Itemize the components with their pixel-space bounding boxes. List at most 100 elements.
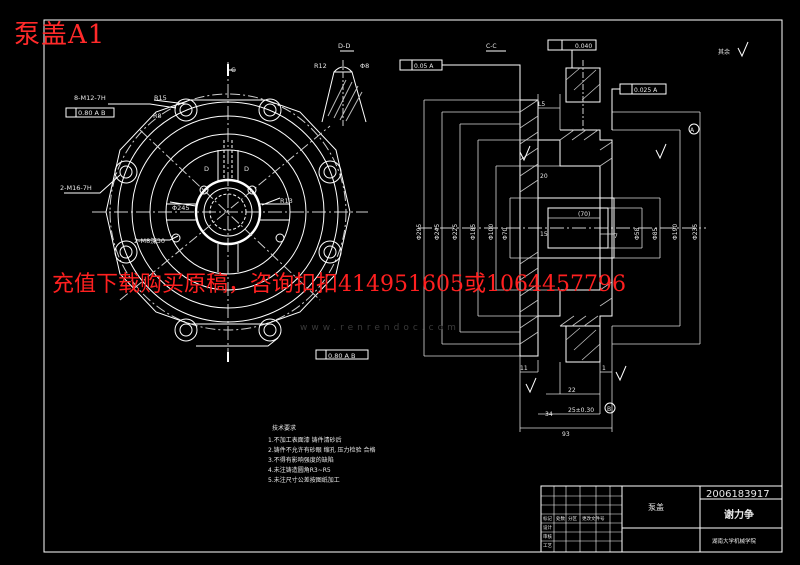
bolt-hole [114,240,138,264]
roughness-symbol-general [737,41,749,58]
length-dims-bottom [519,326,613,432]
tolerance-box-bottom [315,349,369,360]
detail-title: D-D [338,42,350,50]
diagonal-centerline [119,125,331,301]
tb-drawing-number: 2006183917 [706,489,770,500]
surface-note: 其余 [718,48,730,56]
tb-row-label: 分区 [568,515,577,522]
section-c-c [399,39,749,432]
section-mark-d-left: D [204,165,209,173]
detail-phi8: Φ8 [360,62,369,70]
tap-holes-tolerance: 0.80 A B [78,109,106,117]
bolt-hole [258,98,282,122]
dim-70: (70) [578,211,590,218]
flange-rim-circle [131,115,325,309]
roughness-symbol [519,145,531,162]
bore-inner [547,207,609,249]
small-hole [171,233,181,243]
bore-hidden-circle [209,193,247,231]
flange-outer-circle [117,101,339,323]
perp-right-value: 0.025 A [634,87,658,94]
roughness-symbol [615,365,627,382]
roughness-symbol [525,377,537,394]
dim-15: 15 [540,231,548,238]
dim-phi85: Φ85 [652,227,659,240]
dim-phi185: Φ185 [470,224,477,240]
tech-item: 3.不得有影响强度的缺陷 [268,456,334,464]
section-mark-c: C [231,66,236,74]
site-watermark: www.renrendoc.com [300,323,460,333]
sheet-border [43,19,783,553]
body-circle [149,133,307,291]
diameter-dims-left [423,99,560,357]
tap-holes-callout: 8-M12-7H [74,94,106,102]
tb-part-name: 泵盖 [648,502,664,512]
dim-phi245: Φ245 [434,224,441,240]
detail-r12: R12 [314,62,327,70]
small-hole [247,185,257,195]
tech-item: 5.未注尺寸公差按图纸加工 [268,476,340,484]
dim-93: 93 [562,431,570,438]
dim-l5: L5 [538,101,545,108]
dim-34: 34 [545,411,553,418]
radius-r13: R13 [280,197,293,205]
leader-r15 [153,99,187,105]
small-holes-callout: 2-M8深30 [134,236,165,245]
dim-phi58: Φ58 [634,227,641,240]
datum-b-circle [604,402,616,414]
section-mark-d-right: D [244,165,249,173]
bolt-hole-inner [323,165,337,179]
leader-tap-holes [108,103,177,109]
tech-heading: 技术要求 [272,424,296,432]
tb-row-label: 设计 [543,524,552,531]
dim-7: 7 [614,233,618,240]
title-block [540,485,783,553]
tech-item: 1.不加工表面漆 铸件清砂后 [268,436,342,444]
length-dims-top [537,94,614,235]
bore-circle [194,178,262,246]
section-hatching [519,67,613,361]
perp-leader-right [611,88,620,130]
dim-11: 11 [520,365,528,372]
bolt-hole [258,318,282,342]
detail-arc [333,66,353,73]
tech-item: 2.铸件不允许有砂眼 缩孔 压力检验 合格 [268,446,375,454]
bolt-hole [318,240,342,264]
bolt-hole-inner [179,323,193,337]
purchase-watermark: 充值下载购买原稿，咨询扣扣414951605或1064457796 [52,272,626,297]
bolt-hole-inner [119,245,133,259]
bolt-hole-inner [263,103,277,117]
leader-r13 [261,197,281,206]
diagonal-centerline [139,129,321,301]
section-title: C-C [486,43,497,50]
bolt-circle [109,93,347,331]
inner-body-circle [165,149,291,275]
bolt-hole [174,98,198,122]
datum-b-label: B [607,406,611,413]
tech-item: 4.未注铸造圆角R3~R5 [268,466,331,474]
hatch [339,85,359,121]
front-view [64,62,369,362]
tb-designer: 谢力争 [724,508,754,521]
bottom-tolerance: 0.80 A B [328,352,356,360]
small-hole [199,185,209,195]
datum-a-circle [688,123,700,135]
hatch [345,91,363,122]
bolt-hole-inner [323,245,337,259]
bolt-holes [114,98,342,342]
perp-left-value: 0.05 A [414,63,434,70]
leader-phi-ref [169,201,197,207]
pin-holes-callout: 2-M16-7H [60,184,92,192]
dim-20: 20 [540,173,548,180]
leader-small-holes [136,235,179,241]
detail-d-d [321,50,367,126]
dim-phi190: Φ190 [672,224,679,240]
bolt-hole-inner [119,165,133,179]
leader-pin-holes [64,174,121,194]
tb-row-label: 更改文件号 [582,515,605,522]
phi-callout: Φ245 [172,204,190,212]
dim-22: 22 [568,387,576,394]
dim-phi295: Φ295 [416,224,423,240]
bore-profile [537,197,615,259]
small-hole [275,233,285,243]
